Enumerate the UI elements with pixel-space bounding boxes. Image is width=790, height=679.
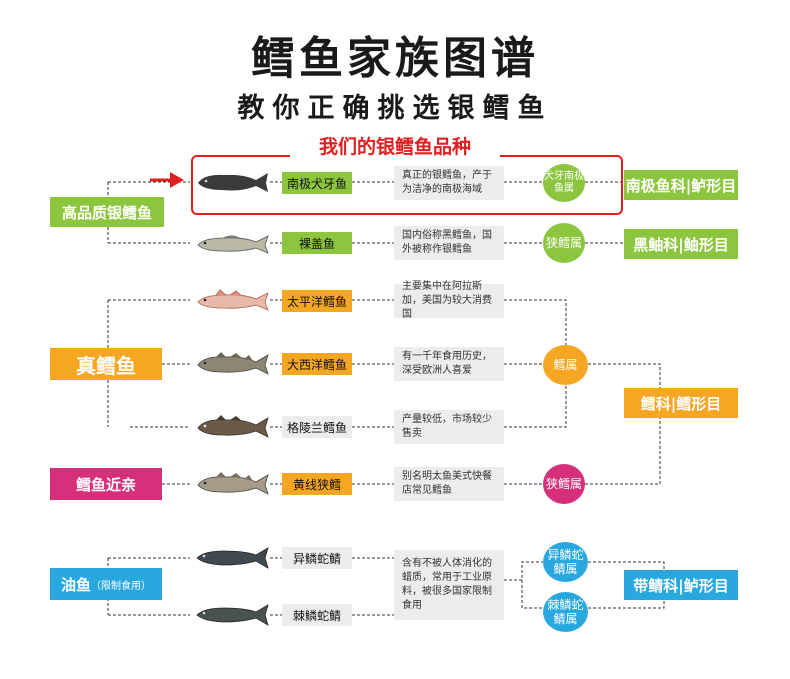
fish-label-toothfish: 南极犬牙鱼 — [282, 172, 352, 194]
group-true-cod: 真鳕鱼 — [50, 348, 162, 380]
group-oilfish-label: 油鱼 — [60, 575, 91, 594]
fish-label-greenland-cod: 格陵兰鳕鱼 — [282, 416, 352, 438]
fish-label-pollock: 黄线狭鳕 — [282, 473, 352, 495]
group-oilfish-note: （限制食用） — [91, 580, 151, 592]
genus-lepidocybium: 异鳞蛇鲭属 — [543, 542, 588, 582]
family-anoplopomatidae: 黑鲉科|鲉形目 — [624, 229, 738, 259]
page-title: 鳕鱼家族图谱 — [251, 33, 539, 84]
page-subtitle: 教你正确挑选银鳕鱼 — [237, 93, 553, 124]
oilfish-icon — [196, 604, 269, 626]
fish-label-atlantic-cod: 大西洋鳕鱼 — [282, 353, 352, 375]
family-gempylidae: 带鲭科|鲈形目 — [624, 570, 738, 600]
fish-label-sablefish: 裸盖鱼 — [282, 232, 352, 254]
family-nototheniidae: 南极鱼科|鲈形目 — [624, 170, 738, 200]
sablefish-icon — [197, 235, 269, 254]
greenland-cod-icon — [197, 415, 269, 438]
genus-theragra: 狭鳕属 — [543, 464, 585, 504]
escolar-icon — [196, 547, 269, 569]
toothfish-icon — [198, 173, 268, 192]
atlantic-cod-icon — [197, 352, 269, 375]
group-relatives: 鳕鱼近亲 — [50, 468, 162, 500]
genus-gadus: 鳕属 — [543, 345, 588, 385]
genus-dissostichus: 犬牙南极鱼属 — [543, 164, 585, 202]
arrow-icon — [150, 172, 184, 188]
desc-atlantic-cod: 有一千年食用历史，深受欧洲人喜爱 — [394, 347, 504, 381]
pacific-cod-icon — [197, 289, 269, 311]
desc-greenland-cod: 产量较低，市场较少售卖 — [394, 410, 504, 444]
group-oilfish: 油鱼 （限制食用） — [50, 568, 162, 600]
desc-toothfish: 真正的银鳕鱼，产于为洁净的南极海域 — [394, 166, 504, 200]
fish-label-oilfish: 棘鳞蛇鲭 — [282, 604, 352, 626]
desc-sablefish: 国内俗称黑鳕鱼，国外被称作银鳕鱼 — [394, 226, 504, 260]
desc-pacific-cod: 主要集中在阿拉斯加，美国为较大消费国 — [394, 281, 504, 320]
desc-oilfish-group: 含有不被人体消化的蜡质，常用于工业原料，被很多国家限制食用 — [394, 550, 504, 620]
group-high-quality: 高品质银鳕鱼 — [50, 197, 164, 227]
fish-label-pacific-cod: 太平洋鳕鱼 — [282, 290, 352, 312]
genus-anoplopoma: 狭鳕属 — [543, 223, 585, 263]
fish-label-escolar: 异鳞蛇鲭 — [282, 547, 352, 569]
highlight-label: 我们的银鳕鱼品种 — [290, 134, 500, 160]
genus-ruvettus: 棘鳞蛇鲭属 — [543, 592, 588, 632]
family-gadidae: 鳕科|鳕形目 — [624, 388, 738, 418]
desc-pollock: 别名明太鱼美式快餐店常见鳕鱼 — [394, 467, 504, 501]
pollock-icon — [197, 472, 269, 495]
